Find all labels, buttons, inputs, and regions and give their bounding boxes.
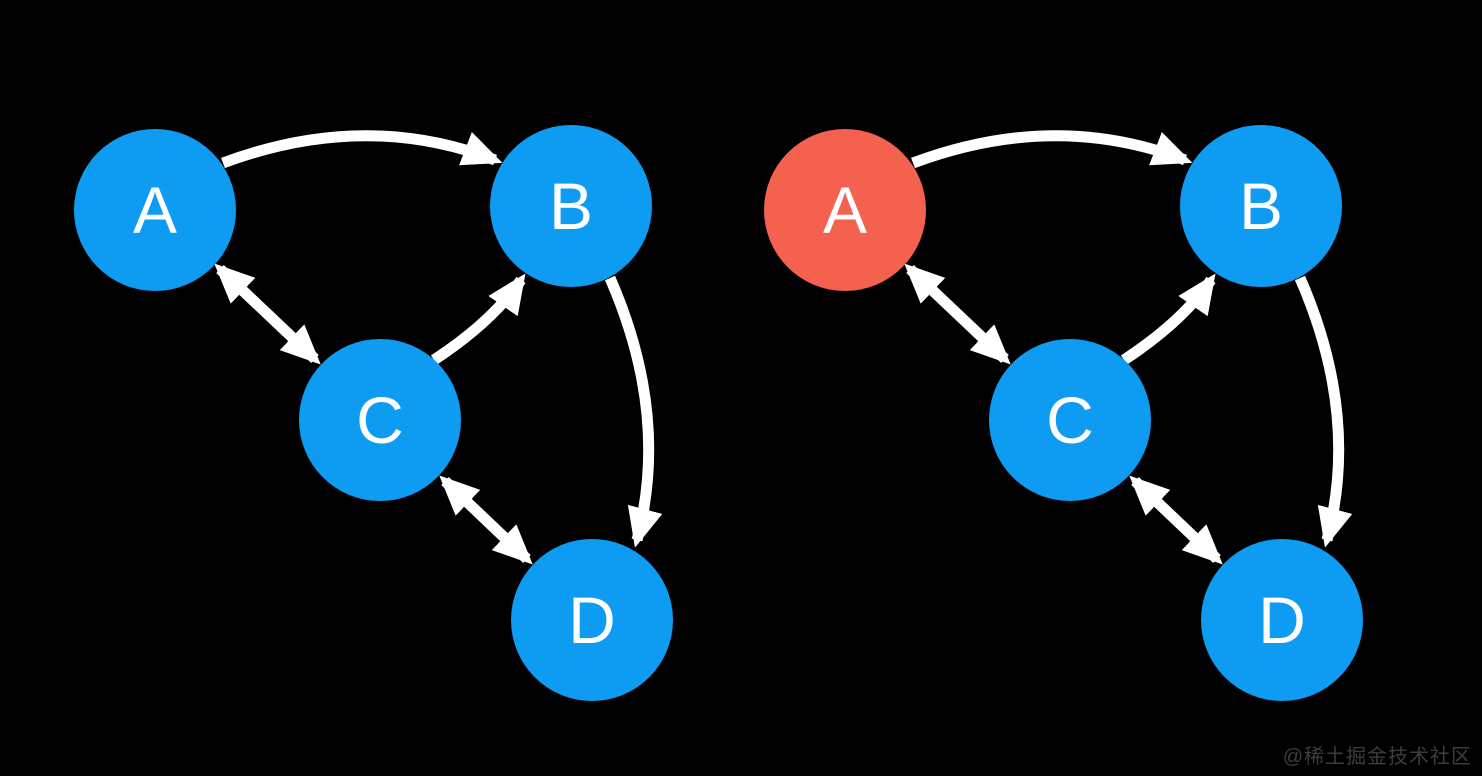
edge-C-B-right-arrow: [1120, 273, 1216, 365]
node-A-right: [764, 129, 926, 291]
node-D-left: [511, 539, 673, 701]
edge-B-D-left-arrow: [604, 275, 663, 548]
graph-right: A B C D: [764, 125, 1363, 701]
edge-A-B-right-arrow: [911, 130, 1193, 169]
node-C-left: [299, 339, 461, 501]
edge-A-B-left-arrow: [221, 130, 503, 169]
edge-C-D-left-bidirectional-arrow: [439, 475, 533, 565]
node-A-left: [74, 129, 236, 291]
node-label-B-right: B: [1239, 169, 1283, 243]
node-D-right: [1201, 539, 1363, 701]
watermark: @稀土掘金技术社区: [1282, 746, 1472, 768]
node-B-left: [490, 125, 652, 287]
node-label-D-left: D: [568, 583, 616, 657]
node-C-right: [989, 339, 1151, 501]
edge-C-B-left-arrow: [430, 273, 526, 365]
edge-A-C-right-bidirectional-arrow: [904, 263, 1011, 365]
node-label-B-left: B: [549, 169, 593, 243]
edge-C-D-right-bidirectional-arrow: [1129, 475, 1223, 565]
node-label-D-right: D: [1258, 583, 1306, 657]
edge-B-D-right-arrow: [1294, 275, 1353, 548]
node-label-C-left: C: [356, 383, 404, 457]
graph-left: A B C D: [74, 125, 673, 701]
node-label-C-right: C: [1046, 383, 1094, 457]
node-label-A-right: A: [823, 173, 867, 247]
edge-A-C-left-bidirectional-arrow: [214, 263, 321, 365]
node-label-A-left: A: [133, 173, 177, 247]
node-B-right: [1180, 125, 1342, 287]
